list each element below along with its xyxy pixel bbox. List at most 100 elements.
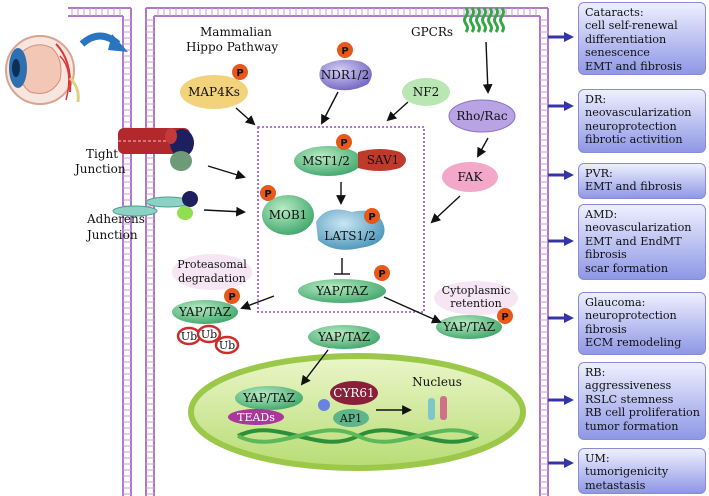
disease-line: RB cell proliferation	[585, 406, 700, 420]
disease-line: RSLC stemness	[585, 392, 674, 406]
disease-box-um: UM: tumorigenicity metastasis	[578, 448, 706, 494]
phospho-map4ks	[232, 64, 248, 80]
gpcr-receptor	[463, 7, 505, 33]
phospho-label: P	[341, 46, 348, 57]
yap-taz-center-label: YAP/TAZ	[315, 284, 368, 298]
disease-line: neuroprotection	[585, 119, 677, 133]
phospho-label: P	[368, 212, 375, 223]
disease-line: Glaucoma:	[585, 296, 646, 309]
teads-node	[228, 409, 284, 425]
tight-junction-label: Tight	[86, 147, 118, 161]
disease-line: fibrotic activition	[585, 133, 683, 147]
yap-taz-center-node	[298, 279, 386, 303]
phospho-label: P	[236, 68, 243, 79]
disease-line: cell self-renewal	[585, 19, 678, 33]
yap-taz-nucleus-node	[235, 386, 303, 410]
tight-junction-label-2: Junction	[73, 162, 126, 176]
chromosomes	[428, 396, 447, 420]
disease-box-pvr: PVR: EMT and fibrosis	[578, 163, 706, 199]
disease-line: AMD:	[585, 208, 618, 221]
cofactor-dot	[318, 399, 330, 411]
disease-line: aggressiveness	[585, 379, 672, 393]
nf2-node	[402, 78, 450, 106]
disease-arrow-pvr	[548, 170, 574, 180]
eye-illustration	[5, 35, 80, 105]
disease-line: EMT and fibrosis	[585, 180, 683, 194]
proteasomal-label: Proteasomal	[177, 258, 247, 271]
pathway-title: Mammalian	[200, 25, 272, 39]
adherens-junction-label: Adherens	[86, 212, 145, 226]
phospho-mst12	[336, 134, 352, 150]
disease-arrow-um	[548, 458, 574, 468]
ubiquitin-chain: Ub Ub Ub	[176, 324, 240, 355]
tight-junction-illustration	[118, 128, 194, 171]
cytoplasmic-bubble	[434, 281, 518, 315]
phospho-yap-degr	[224, 288, 240, 304]
disease-line: neuroprotection	[585, 309, 677, 323]
phospho-label: P	[340, 138, 347, 149]
disease-line: fibrosis	[585, 322, 627, 336]
disease-line: EMT and EndMT	[585, 234, 682, 248]
disease-line: Cataracts:	[585, 6, 644, 19]
disease-line: EMT and fibrosis	[585, 59, 683, 73]
disease-arrow-dr	[548, 101, 574, 111]
mob1-node	[262, 195, 314, 235]
cell-membrane-left	[68, 7, 132, 496]
nucleus-label: Nucleus	[412, 375, 462, 389]
sav1-label: SAV1	[367, 153, 400, 167]
cytoplasmic-label-2: retention	[450, 297, 501, 310]
yap-taz-degr-node	[172, 300, 238, 324]
phospho-label: P	[378, 269, 385, 280]
lats12-label: LATS1/2	[324, 229, 376, 243]
yap-taz-cyto-node	[436, 315, 502, 339]
fak-label: FAK	[458, 170, 484, 184]
disease-line: neovascularization	[585, 221, 692, 235]
disease-line: RB:	[585, 366, 606, 379]
rho-rac-label: Rho/Rac	[456, 109, 507, 123]
disease-line: fibrosis	[585, 248, 627, 262]
mst12-label: MST1/2	[302, 154, 350, 168]
mst12-node	[294, 146, 362, 176]
disease-line: DR:	[585, 93, 607, 106]
disease-line: scar formation	[585, 261, 669, 275]
yap-taz-nucleus-label: YAP/TAZ	[242, 391, 295, 405]
disease-arrow-amd	[548, 236, 574, 246]
disease-box-amd: AMD: neovascularization EMT and EndMT fi…	[578, 204, 706, 280]
cyr61-node	[330, 381, 378, 405]
map4ks-node	[180, 75, 248, 109]
phospho-lats12	[364, 208, 380, 224]
yap-taz-nuc-in-node	[308, 325, 380, 349]
phospho-label: P	[264, 189, 271, 200]
disease-line: UM:	[585, 452, 610, 465]
phospho-yap-cyto	[497, 308, 513, 324]
phospho-ndr12	[337, 42, 353, 58]
disease-box-dr: DR: neovascularization neuroprotection f…	[578, 89, 706, 153]
yap-taz-nuc-in-label: YAP/TAZ	[317, 330, 370, 344]
proteasomal-label-2: degradation	[178, 272, 246, 285]
cyr61-label: CYR61	[333, 386, 374, 400]
ap1-node	[333, 409, 369, 427]
rho-rac-node	[448, 99, 516, 133]
phospho-mob1	[260, 185, 276, 201]
gpcrs-label: GPCRs	[411, 25, 453, 39]
hippo-core-box	[257, 126, 425, 313]
disease-box-glaucoma: Glaucoma: neuroprotection fibrosis ECM r…	[578, 292, 706, 355]
fak-node	[442, 162, 498, 192]
teads-label: TEADs	[237, 411, 275, 424]
disease-arrow-rb	[548, 395, 574, 405]
disease-box-cataracts: Cataracts: cell self-renewal differentia…	[578, 2, 706, 75]
disease-line: tumor formation	[585, 419, 679, 433]
map4ks-label: MAP4Ks	[188, 85, 240, 99]
ub-label: Ub	[181, 330, 197, 343]
disease-line: metastasis	[585, 478, 646, 492]
cytoplasmic-label: Cytoplasmic	[442, 284, 511, 297]
disease-line: ECM remodeling	[585, 336, 682, 350]
yap-taz-degr-label: YAP/TAZ	[178, 305, 231, 319]
phospho-label: P	[228, 292, 235, 303]
sav1-node	[358, 149, 406, 171]
mob1-label: MOB1	[269, 208, 308, 222]
pathway-title-2: Hippo Pathway	[186, 40, 278, 54]
ndr12-label: NDR1/2	[321, 68, 369, 82]
ap1-label: AP1	[339, 412, 362, 425]
